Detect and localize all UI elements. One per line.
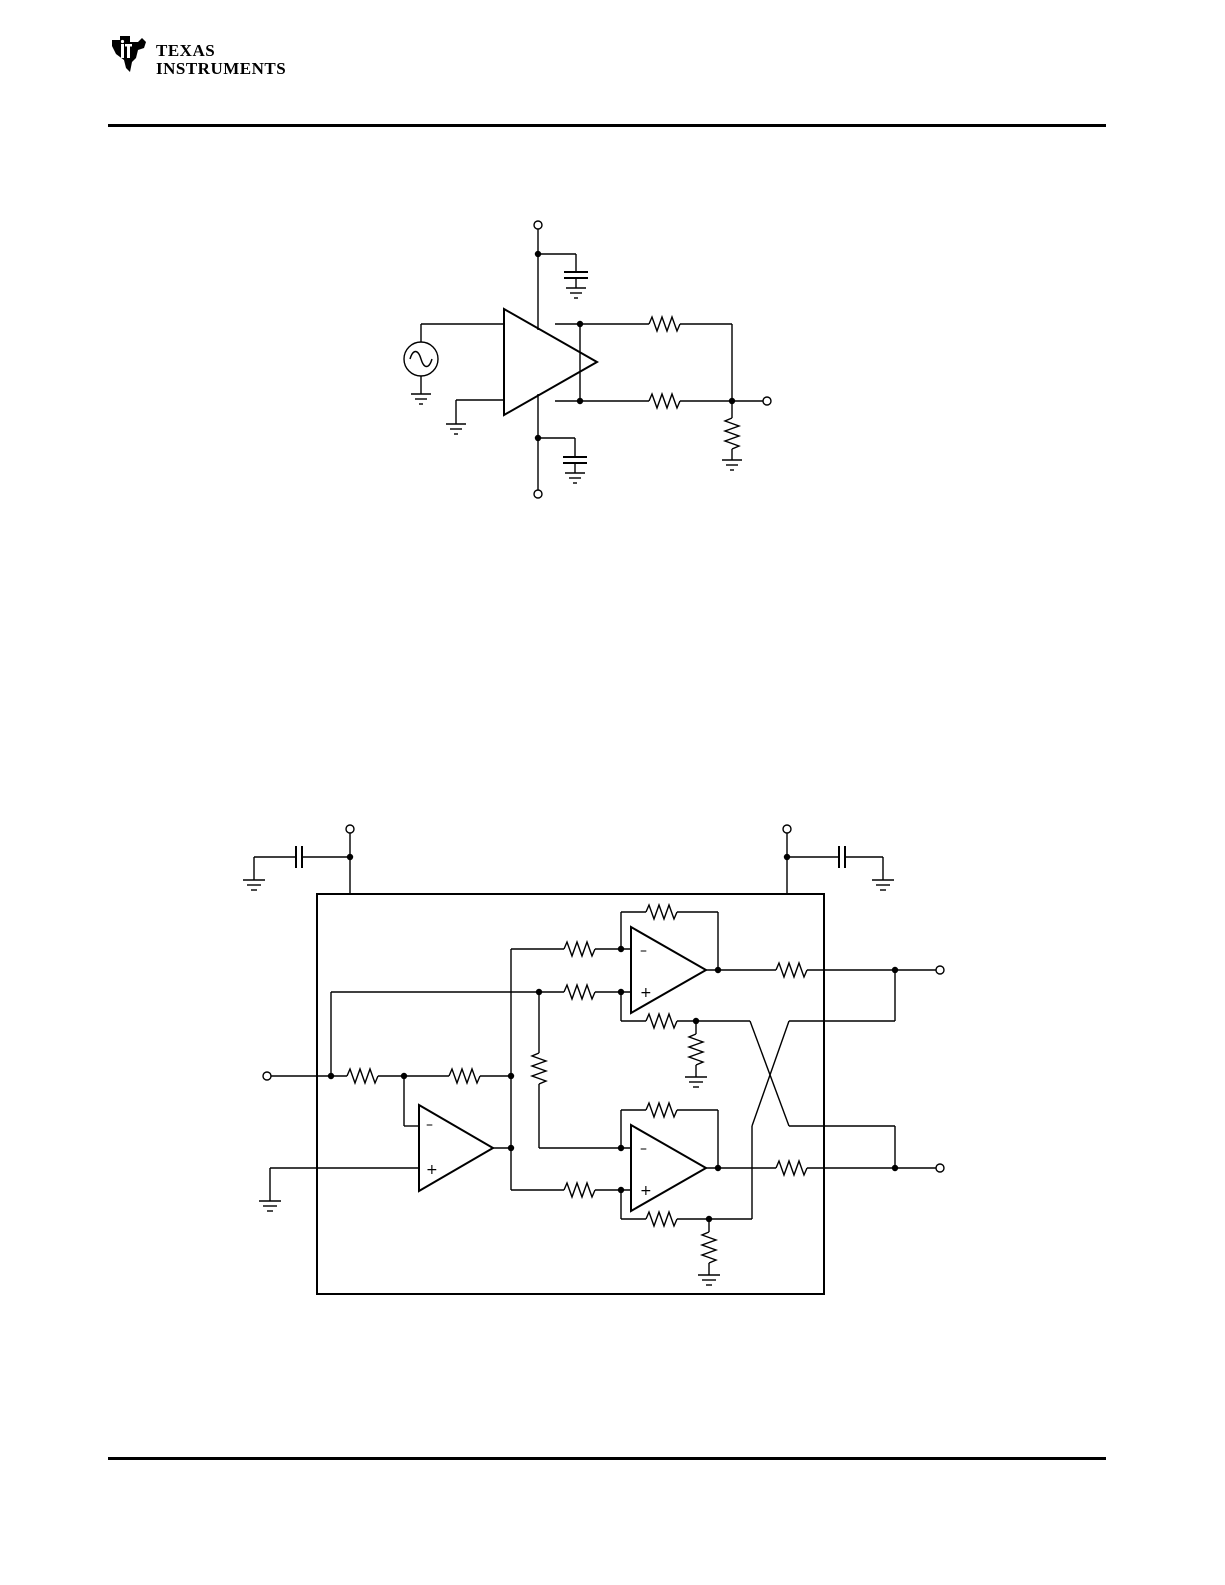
input-terminal — [263, 1072, 271, 1080]
footer-rule — [108, 1457, 1106, 1460]
output-positive-terminal — [936, 966, 944, 974]
svg-text:–: – — [640, 1141, 647, 1157]
svg-text:+: + — [640, 985, 652, 1001]
output-negative-terminal — [936, 1164, 944, 1172]
svg-text:–: – — [426, 1117, 433, 1133]
svg-text:+: + — [640, 1183, 652, 1199]
device-boundary — [317, 894, 824, 1294]
svg-text:+: + — [426, 1162, 438, 1178]
svg-text:–: – — [640, 943, 647, 959]
